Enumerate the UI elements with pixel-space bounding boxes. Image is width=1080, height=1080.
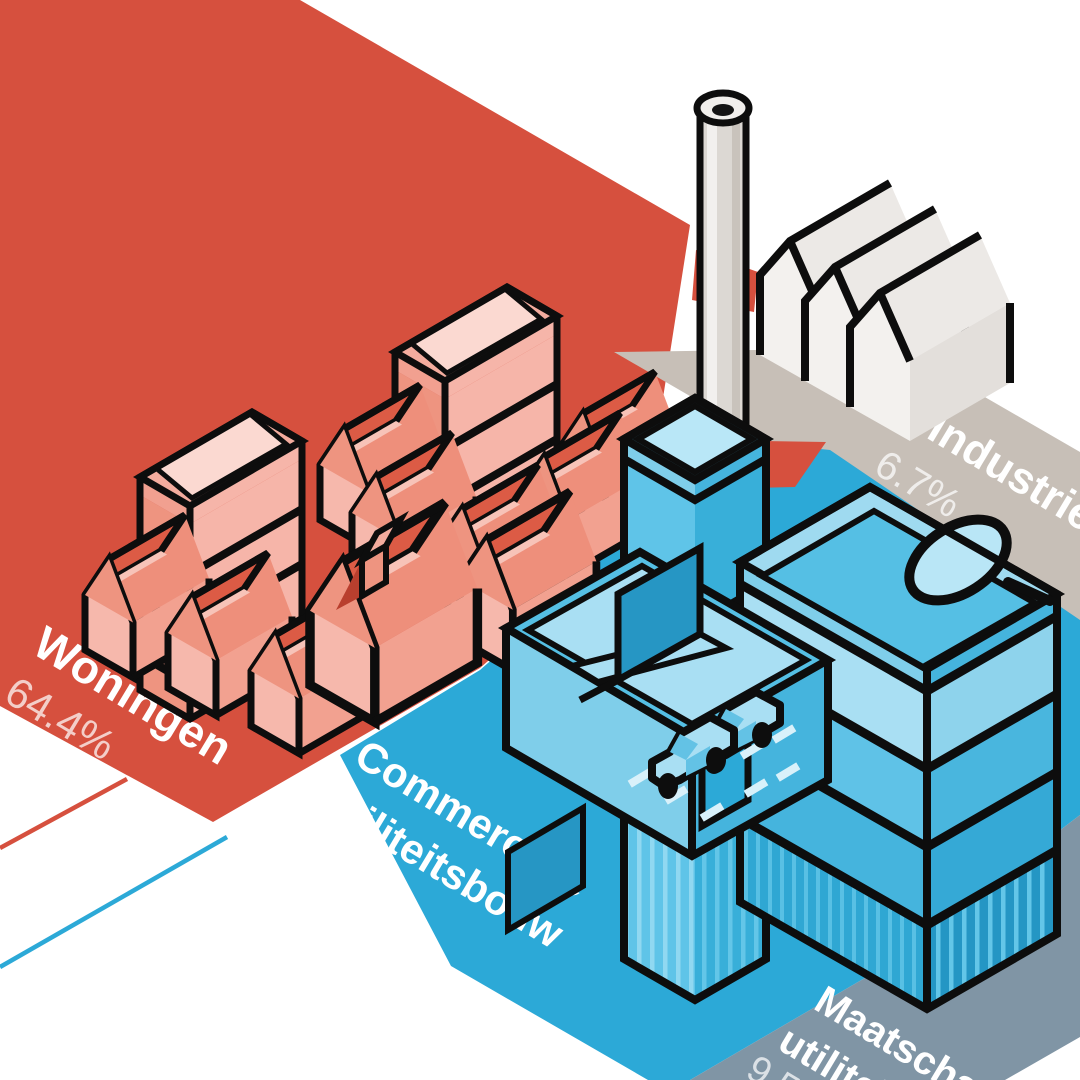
office-building-icon: [731, 482, 1066, 1014]
low-office-icon: [497, 542, 837, 861]
sign-panel-icon: [505, 802, 586, 936]
divider-line-red: [0, 777, 129, 850]
laptop-icon: [564, 542, 735, 704]
dormer-icon: [336, 510, 409, 610]
housing-cluster: [85, 287, 678, 754]
divider-line-blue: [0, 835, 229, 969]
magnifier-icon: [904, 514, 1055, 606]
band-maatschappelijk: [690, 815, 1080, 1080]
